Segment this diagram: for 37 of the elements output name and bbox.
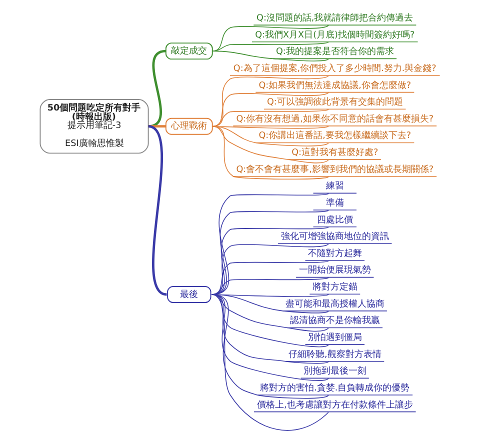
node-box: 50個問題吃定所有對手(時報出版) 提示用筆記-3 ESI廣翰思惟製	[40, 99, 149, 154]
connector	[212, 92, 329, 127]
node-text: 不隨對方起舞	[308, 248, 362, 259]
node-text: 仔細聆聽,觀察對方表情	[288, 350, 382, 360]
node-text: 四處比價	[316, 215, 353, 226]
node-text: Q:這對我有甚麼好處?	[292, 148, 378, 158]
connector	[212, 126, 329, 180]
node-text: Q:沒問題的話,我就請律師把合約傳過去	[256, 13, 414, 24]
node-text: Q:我們X月X日(月底)找個時間簽約好嗎?	[255, 30, 415, 40]
node-text: 練習	[326, 182, 344, 192]
node-text: 別怕遇到僵局	[308, 332, 362, 343]
node-box: 最後	[167, 286, 212, 303]
connector	[148, 125, 166, 128]
connector	[212, 50, 329, 62]
connector	[211, 294, 329, 399]
node-text: 別拖到最後一刻	[303, 366, 366, 377]
connector	[212, 76, 329, 127]
node-text: Q:你講出這番話,要我怎樣繼續談下去?	[258, 131, 412, 142]
node-text: Q:會不會有甚麼事,影響到我們的協議或長期關係?	[236, 164, 434, 175]
node-text: 價格上,也考慮讓對方在付款條件上讓步	[256, 400, 413, 410]
node-text: 認清協商不是你輸我贏	[290, 316, 380, 326]
node-box: 心理戰術	[165, 118, 213, 135]
connector	[212, 109, 329, 127]
node-text: 一開始便展現氣勢	[298, 266, 371, 276]
node-text: Q:我的提案是否符合你的需求	[276, 47, 394, 58]
node-box: 敲定成交	[165, 42, 213, 60]
node-text: Q:為了這個提案,你們投入了多少時間.努力.與金錢?	[233, 64, 436, 74]
connector	[148, 125, 168, 296]
node-text: Q:可以強調彼此背景有交集的問題	[266, 98, 403, 108]
node-text: 盡可能和最高授權人協商	[285, 299, 384, 310]
connector	[211, 294, 329, 431]
node-text: 強化可增強協商地位的資訊	[280, 232, 389, 242]
node-text: 將對方定錨	[312, 282, 358, 293]
node-text: Q:你有沒有想過,如果你不同意的話會有甚麼損失?	[236, 114, 434, 124]
node-text: Q:如果我們無法達成協議,你會怎麼做?	[258, 80, 412, 91]
node-text: 準備	[326, 198, 344, 208]
node-text: 將對方的害怕.貪婪.自負轉成你的優勢	[260, 383, 410, 394]
